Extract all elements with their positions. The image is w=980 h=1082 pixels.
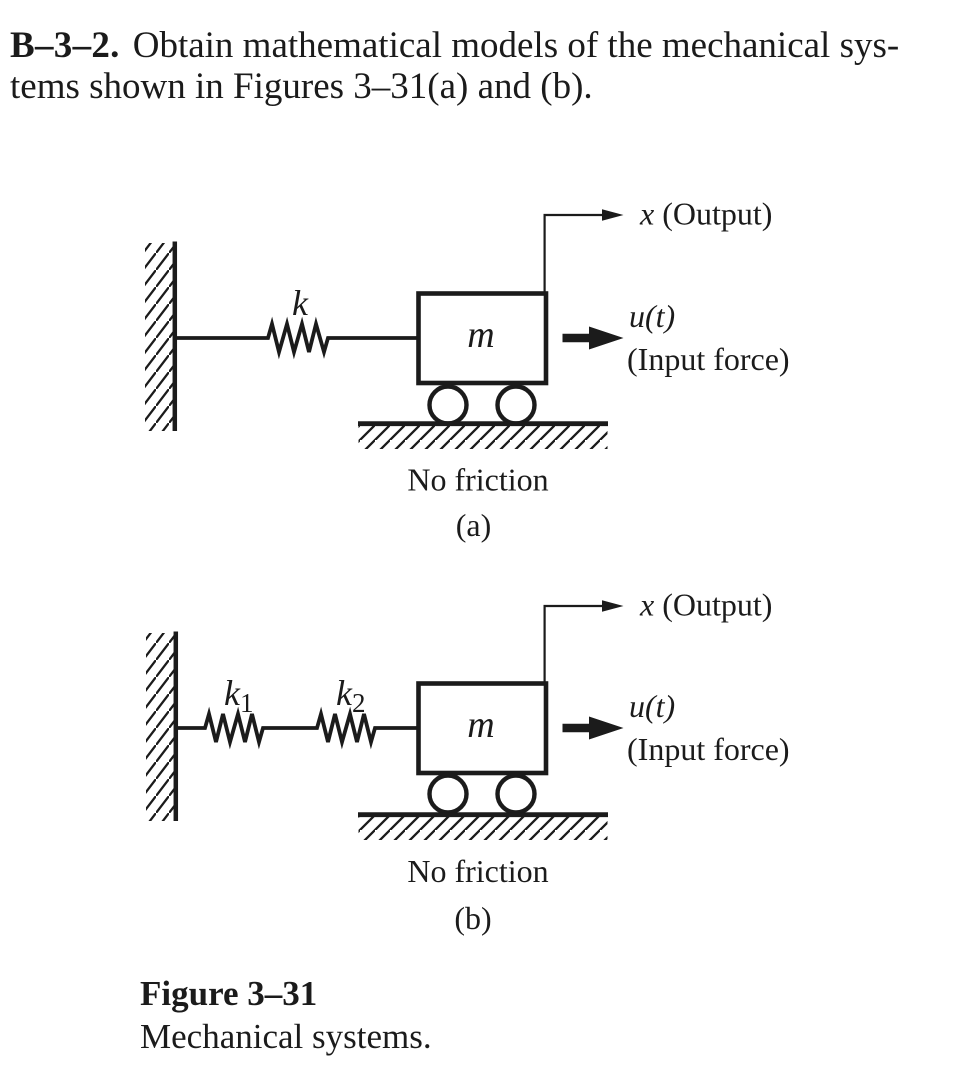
input-desc-label: (Input force) <box>627 341 790 377</box>
wheel-left <box>427 773 469 815</box>
spring-k1-var: k <box>224 673 241 713</box>
output-label: x(Output) <box>639 587 772 623</box>
mass-label: m <box>467 704 494 746</box>
problem-statement: B–3–2. Obtain mathematical models of the … <box>10 25 899 107</box>
spring-k1-subscript: 1 <box>240 688 254 718</box>
output-var: x <box>639 196 654 232</box>
mass-block <box>416 681 549 776</box>
subfigure-b-tag: (b) <box>454 900 491 936</box>
output-arrow-line <box>543 213 603 293</box>
output-var: x <box>639 587 654 623</box>
output-desc: (Output) <box>662 196 772 232</box>
input-force-arrow-head-icon <box>589 716 624 740</box>
spring-k-label: k <box>292 283 309 323</box>
input-desc-label: (Input force) <box>627 731 790 767</box>
problem-line-2: tems shown in Figures 3–31(a) and (b). <box>10 66 593 107</box>
problem-line-1: B–3–2. Obtain mathematical models of the … <box>10 25 899 66</box>
figure-b-diagram: k1 k2 m x(Output) u(t) (Input force) No … <box>146 587 790 936</box>
no-friction-label: No friction <box>407 462 548 498</box>
springs-k1-k2 <box>177 706 419 750</box>
ground-hatch <box>358 817 608 840</box>
problem-number: B–3–2. <box>10 25 120 66</box>
wall-hatch <box>146 633 175 821</box>
mass-block <box>416 291 549 386</box>
input-var-label: u(t) <box>629 298 675 334</box>
figure-caption: Figure 3–31 Mechanical systems. <box>140 972 432 1058</box>
subfigure-a-tag: (a) <box>456 507 492 543</box>
caption-subtitle: Mechanical systems. <box>140 1017 432 1056</box>
output-arrow-head-icon <box>602 209 624 221</box>
no-friction-label: No friction <box>407 853 548 889</box>
input-var-label: u(t) <box>629 688 675 724</box>
figure-a-diagram: k m x(Output) u(t) (Input force) No fric… <box>145 196 790 543</box>
spring-k1-label: k1 <box>224 673 253 718</box>
caption-title: Figure 3–31 <box>140 974 318 1013</box>
ground-hatch <box>358 426 608 449</box>
spring-k2-var: k <box>336 673 353 713</box>
output-label: x(Output) <box>639 196 772 232</box>
output-desc: (Output) <box>662 587 772 623</box>
wall-hatch <box>145 243 174 431</box>
spring-k2-label: k2 <box>336 673 365 718</box>
spring-k <box>176 316 418 360</box>
output-arrow-line <box>543 604 603 683</box>
output-arrow-head-icon <box>602 600 624 612</box>
problem-text-line1: Obtain mathematical models of the mechan… <box>132 25 900 66</box>
input-force-arrow-head-icon <box>589 326 624 350</box>
wheel-right <box>495 773 537 815</box>
wheel-left <box>427 384 469 426</box>
wheel-right <box>495 384 537 426</box>
mass-label: m <box>467 314 494 356</box>
spring-k2-subscript: 2 <box>352 688 366 718</box>
